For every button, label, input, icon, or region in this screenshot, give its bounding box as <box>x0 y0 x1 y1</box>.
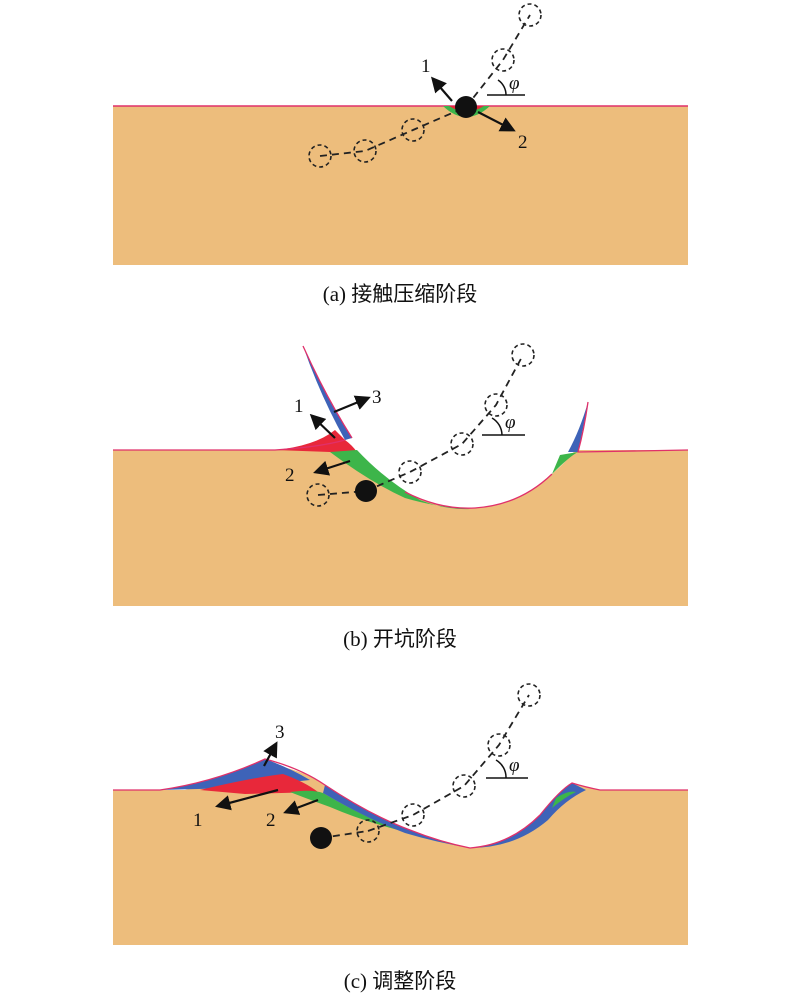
label-2: 2 <box>285 465 295 486</box>
particle <box>455 96 477 118</box>
substrate-block <box>113 440 688 606</box>
label-3: 3 <box>372 387 382 408</box>
caption-a: (a) 接触压缩阶段 <box>323 282 478 306</box>
trajectory-path <box>320 830 369 839</box>
ghost-particle <box>398 460 422 484</box>
caption-c: (c) 调整阶段 <box>344 969 457 993</box>
substrate-block <box>113 764 688 945</box>
angle-symbol: φ <box>509 755 520 776</box>
ghost-particle <box>487 733 511 757</box>
ghost-particle <box>484 393 508 417</box>
region-1-red <box>200 774 318 794</box>
arrow-3 <box>333 395 371 414</box>
ghost-particle <box>511 343 535 367</box>
ghost-particle <box>356 819 380 843</box>
arrow-1 <box>309 413 336 439</box>
ghost-particle <box>308 144 332 168</box>
particle <box>355 480 377 502</box>
ghost-particle <box>518 3 542 27</box>
panel-a: φ 1 2 (a) 接触压缩阶段 <box>113 3 688 306</box>
label-3: 3 <box>275 722 285 743</box>
arrow-3 <box>263 741 278 767</box>
label-2: 2 <box>518 132 528 153</box>
arrow-2 <box>477 111 516 132</box>
ghost-particle <box>517 683 541 707</box>
arrow-1 <box>215 788 279 811</box>
region-3-blue-right <box>568 402 588 452</box>
angle-symbol: φ <box>509 73 520 94</box>
arrow-2 <box>283 798 319 815</box>
trajectory-path <box>319 106 467 157</box>
incoming-path <box>465 14 531 108</box>
region-2-green-right <box>552 452 578 474</box>
ghost-particle <box>401 118 425 142</box>
label-1: 1 <box>421 56 431 77</box>
label-2: 2 <box>266 810 276 831</box>
region-2-green-right <box>552 791 576 808</box>
angle-arc <box>497 79 507 96</box>
caption-b: (b) 开坑阶段 <box>343 627 457 651</box>
panel-b: φ 1 3 2 (b) 开坑阶段 <box>113 343 689 651</box>
ghost-particle <box>401 803 425 827</box>
angle-arc <box>491 417 503 436</box>
label-1: 1 <box>294 396 304 417</box>
ghost-particle <box>353 139 377 163</box>
angle-arc <box>495 759 507 779</box>
incoming-path <box>365 354 524 492</box>
region-1-red <box>275 430 357 452</box>
particle <box>310 827 332 849</box>
ghost-particle <box>452 774 476 798</box>
ghost-particle <box>306 483 330 507</box>
arrow-1 <box>430 76 453 102</box>
surface-line <box>113 758 688 849</box>
region-2-green <box>330 450 470 510</box>
arrow-2 <box>313 459 351 476</box>
substrate-block <box>113 106 688 265</box>
ghost-particle <box>491 48 515 72</box>
surface-line <box>113 345 689 509</box>
ghost-particle <box>450 432 474 456</box>
angle-symbol: φ <box>505 412 516 433</box>
panel-c: φ 3 1 2 (c) 调整阶段 <box>113 683 688 993</box>
label-1: 1 <box>193 810 203 831</box>
incoming-path <box>367 694 530 832</box>
